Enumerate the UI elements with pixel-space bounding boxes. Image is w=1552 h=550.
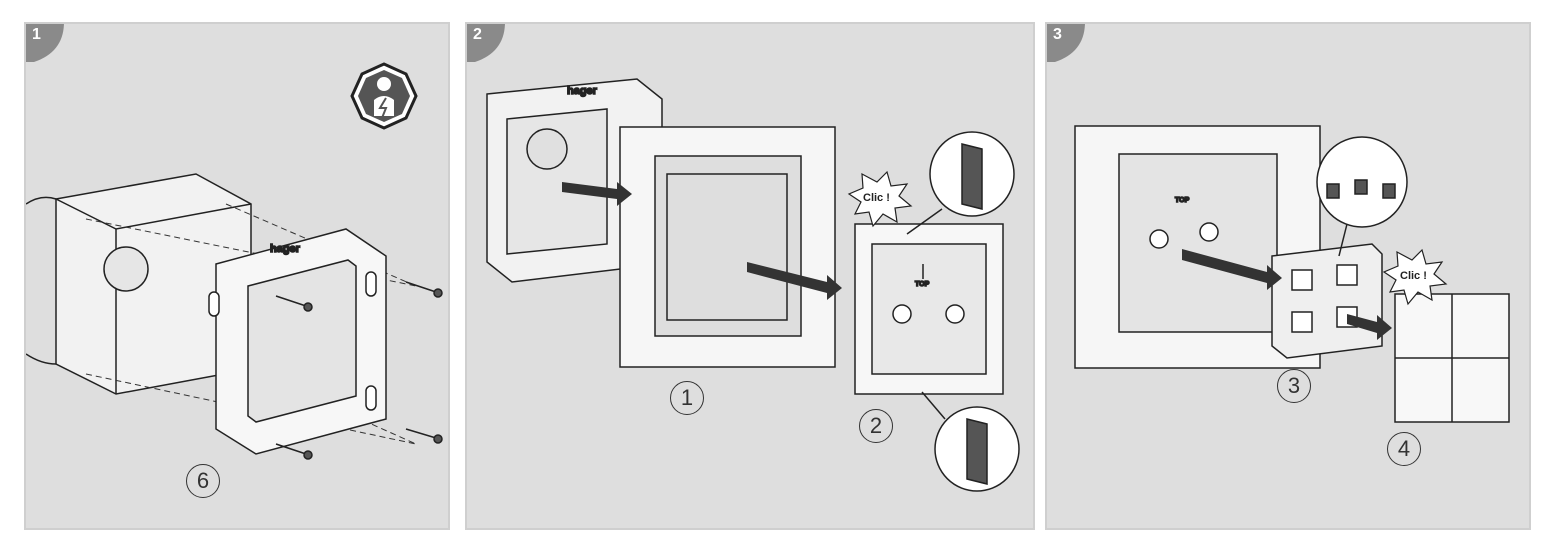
snap-label-3: Clic ! — [1400, 270, 1427, 282]
installed-cover-frame: TOP — [1074, 125, 1321, 369]
step-panel-3: 3 TOP — [1045, 22, 1531, 530]
flush-mounting-box — [26, 173, 252, 395]
insert-arrows — [562, 182, 842, 300]
insert-arrows-3 — [1182, 249, 1392, 340]
step-tab-3: 3 — [1047, 24, 1085, 62]
rocker-4-gang — [1394, 293, 1510, 423]
mounted-frame: hager — [486, 78, 663, 283]
step-number-1: 1 — [32, 26, 41, 43]
snap-burst-3 — [1382, 248, 1448, 306]
step-tab-2: 2 — [467, 24, 505, 62]
top-marker: TOP — [915, 281, 930, 288]
qualified-electrician-icon — [350, 62, 418, 130]
zoom-detail-top — [906, 131, 1015, 235]
callout-6: 6 — [186, 464, 220, 498]
step-2-illustration: hager TOP — [486, 78, 1020, 492]
step-1-illustration: hager — [26, 62, 443, 460]
support-plate: TOP — [854, 223, 1004, 395]
fixing-screws — [275, 281, 443, 460]
callout-1: 1 — [670, 381, 704, 415]
zoom-detail-3 — [1316, 136, 1408, 257]
brand-label: hager — [270, 243, 301, 255]
snap-burst — [847, 170, 913, 228]
step-3-illustration: TOP — [1074, 125, 1510, 423]
mounting-frame: hager — [208, 228, 387, 455]
top-marker-3: TOP — [1175, 197, 1190, 204]
step-number-3: 3 — [1053, 26, 1062, 43]
cover-frame — [619, 126, 836, 368]
step-panel-1: 1 — [24, 22, 450, 530]
push-button-module — [1271, 243, 1383, 359]
snap-label-2: Clic ! — [863, 192, 890, 204]
step-panel-2: 2 hager — [465, 22, 1035, 530]
step-tab-1: 1 — [26, 24, 64, 62]
callout-4: 4 — [1387, 432, 1421, 466]
brand-label-2: hager — [567, 85, 598, 97]
zoom-detail-bottom — [921, 391, 1020, 492]
callout-2: 2 — [859, 409, 893, 443]
callout-3: 3 — [1277, 369, 1311, 403]
step-number-2: 2 — [473, 26, 482, 43]
